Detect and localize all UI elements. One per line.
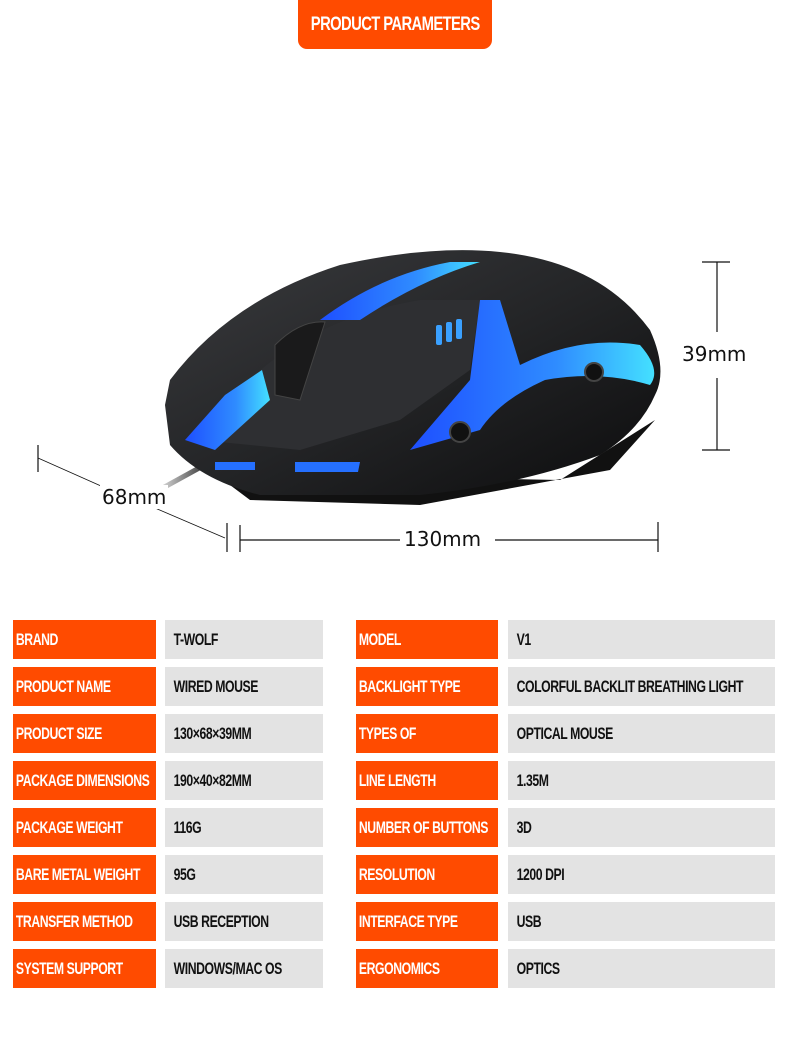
param-label: SYSTEM SUPPORT xyxy=(13,949,156,988)
param-value: 1.35M xyxy=(508,761,775,800)
param-label: ERGONOMICS xyxy=(356,949,498,988)
param-value-text: 130×68×39MM xyxy=(173,723,252,743)
height-dimension-label: 39mm xyxy=(680,342,749,366)
param-value-text: OPTICS xyxy=(516,958,560,978)
param-label-text: INTERFACE TYPE xyxy=(358,911,458,931)
param-label: PACKAGE DIMENSIONS xyxy=(13,761,156,800)
param-value-text: WIRED MOUSE xyxy=(173,676,259,696)
param-value: OPTICS xyxy=(508,949,775,988)
param-label-text: BRAND xyxy=(15,629,58,649)
product-dimension-diagram: 68mm 130mm 39mm xyxy=(0,49,790,609)
param-label-text: ERGONOMICS xyxy=(358,958,440,978)
param-value-text: 1.35M xyxy=(516,770,549,790)
param-label-text: PRODUCT SIZE xyxy=(15,723,102,743)
param-label-text: BARE METAL WEIGHT xyxy=(15,864,141,884)
param-label: TYPES OF xyxy=(356,714,498,753)
param-label: LINE LENGTH xyxy=(356,761,498,800)
param-value: 1200 DPI xyxy=(508,855,775,894)
width-dimension-label: 68mm xyxy=(100,485,169,509)
param-value-text: 116G xyxy=(173,817,202,837)
length-dimension-label: 130mm xyxy=(402,527,484,551)
param-label: INTERFACE TYPE xyxy=(356,902,498,941)
param-label: PACKAGE WEIGHT xyxy=(13,808,156,847)
param-value: T-WOLF xyxy=(165,620,323,659)
product-parameters-title: PRODUCT PARAMETERS xyxy=(298,0,492,49)
param-label-text: TYPES OF xyxy=(358,723,417,743)
param-label-text: PACKAGE DIMENSIONS xyxy=(15,770,150,790)
param-value-text: V1 xyxy=(516,629,532,649)
param-value: USB RECEPTION xyxy=(165,902,323,941)
param-label-text: SYSTEM SUPPORT xyxy=(15,958,123,978)
param-value: USB xyxy=(508,902,775,941)
param-label: NUMBER OF BUTTONS xyxy=(356,808,498,847)
param-value: WINDOWS/MAC OS xyxy=(165,949,323,988)
param-value-text: T-WOLF xyxy=(173,629,219,649)
param-label: RESOLUTION xyxy=(356,855,498,894)
param-label-text: TRANSFER METHOD xyxy=(15,911,133,931)
title-text: PRODUCT PARAMETERS xyxy=(310,13,480,35)
param-value: WIRED MOUSE xyxy=(165,667,323,706)
param-value-text: 3D xyxy=(516,817,532,837)
param-label-text: PRODUCT NAME xyxy=(15,676,111,696)
param-label: BARE METAL WEIGHT xyxy=(13,855,156,894)
param-label: BRAND xyxy=(13,620,156,659)
param-value-text: 190×40×82MM xyxy=(173,770,252,790)
param-value-text: 1200 DPI xyxy=(516,864,565,884)
param-label: MODEL xyxy=(356,620,498,659)
param-value: V1 xyxy=(508,620,775,659)
param-value-text: USB xyxy=(516,911,542,931)
param-label: BACKLIGHT TYPE xyxy=(356,667,498,706)
param-label: TRANSFER METHOD xyxy=(13,902,156,941)
param-value-text: USB RECEPTION xyxy=(173,911,269,931)
param-label: PRODUCT NAME xyxy=(13,667,156,706)
param-value-text: WINDOWS/MAC OS xyxy=(173,958,283,978)
param-label-text: BACKLIGHT TYPE xyxy=(358,676,461,696)
param-label-text: MODEL xyxy=(358,629,401,649)
param-value: 95G xyxy=(165,855,323,894)
param-label-text: LINE LENGTH xyxy=(358,770,436,790)
param-value: OPTICAL MOUSE xyxy=(508,714,775,753)
param-label-text: NUMBER OF BUTTONS xyxy=(358,817,489,837)
param-value: 3D xyxy=(508,808,775,847)
param-value-text: COLORFUL BACKLIT BREATHING LIGHT xyxy=(516,676,744,696)
param-label: PRODUCT SIZE xyxy=(13,714,156,753)
param-value: 190×40×82MM xyxy=(165,761,323,800)
param-value: COLORFUL BACKLIT BREATHING LIGHT xyxy=(508,667,775,706)
param-label-text: PACKAGE WEIGHT xyxy=(15,817,123,837)
mouse-illustration xyxy=(37,250,730,552)
param-value: 130×68×39MM xyxy=(165,714,323,753)
param-label-text: RESOLUTION xyxy=(358,864,435,884)
param-value-text: 95G xyxy=(173,864,196,884)
param-value: 116G xyxy=(165,808,323,847)
param-value-text: OPTICAL MOUSE xyxy=(516,723,614,743)
